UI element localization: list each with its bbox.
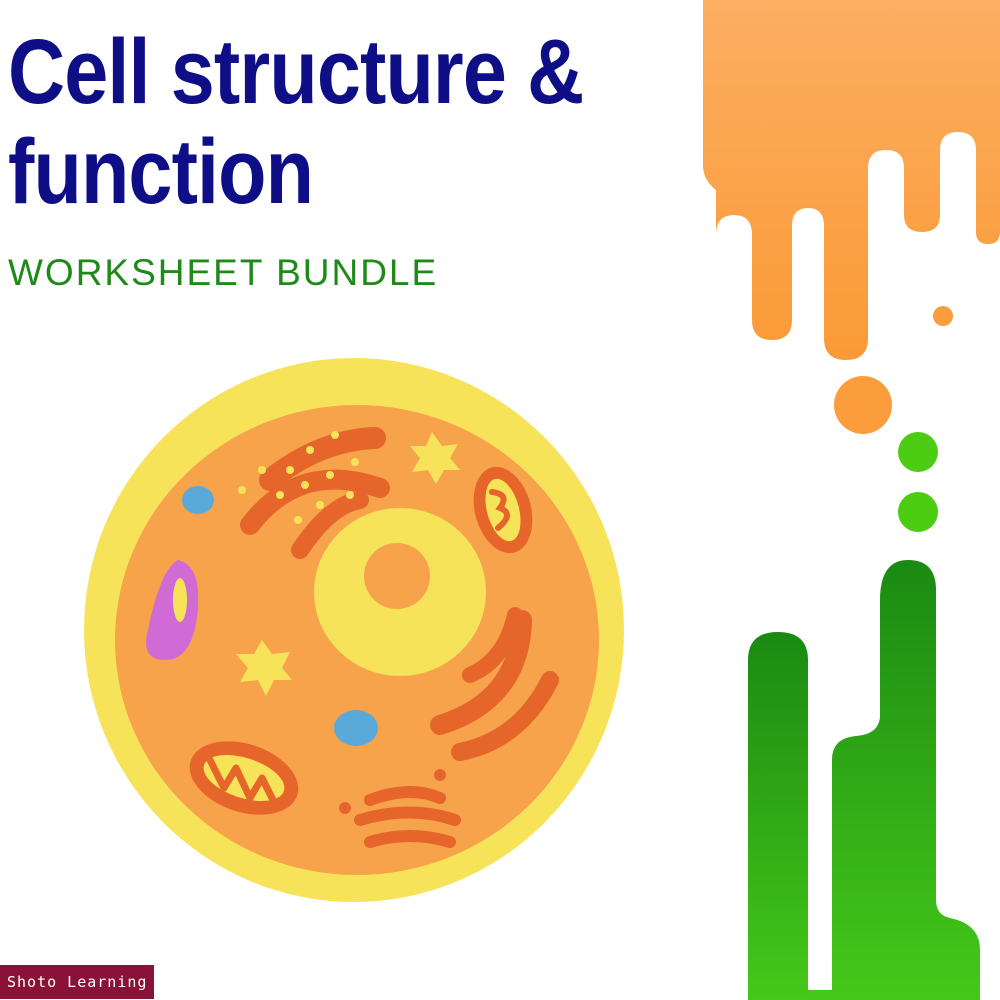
green-paint-splash <box>748 560 980 1000</box>
page-title-line-1: Cell structure & <box>8 21 584 123</box>
vacuole <box>146 560 199 660</box>
lysosome <box>182 486 214 514</box>
ribosomes <box>238 431 359 524</box>
golgi-apparatus <box>354 785 461 848</box>
brand-badge: Shoto Learning <box>0 965 155 999</box>
centrosome-icon <box>236 432 460 696</box>
page-subtitle: WORKSHEET BUNDLE <box>8 252 439 293</box>
nucleolus <box>364 543 430 609</box>
page-title-line-2: function <box>8 121 314 223</box>
animal-cell-illustration <box>84 358 624 902</box>
orange-paint-drip <box>703 0 1000 434</box>
lysosome <box>334 710 378 746</box>
green-droplets <box>898 432 938 532</box>
orange-droplet-small <box>933 306 953 326</box>
mitochondrion <box>473 466 533 554</box>
mitochondrion <box>189 741 299 815</box>
orange-droplet-large <box>834 376 892 434</box>
rough-er <box>430 607 559 761</box>
page-title: Cell structure & function <box>8 21 584 223</box>
